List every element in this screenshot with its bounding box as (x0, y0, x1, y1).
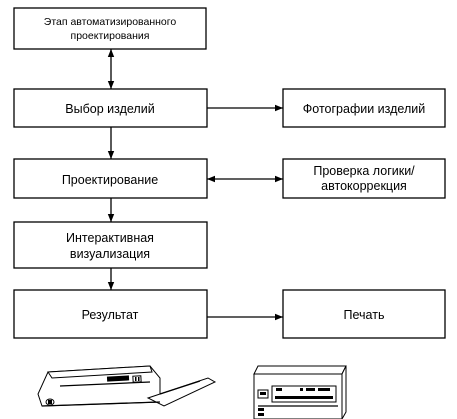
node-design-label: Проектирование (62, 173, 158, 187)
node-photos-label: Фотографии изделий (303, 102, 425, 116)
node-visual-line2: визуализация (70, 247, 150, 261)
node-stage-line1: Этап автоматизированного (44, 16, 177, 28)
node-print: Печать (282, 289, 446, 339)
node-stage-line2: проектирования (71, 30, 150, 42)
node-visual: Интерактивная визуализация (13, 221, 208, 269)
node-result-label: Результат (82, 308, 139, 322)
node-select: Выбор изделий (13, 88, 208, 128)
node-check-line1: Проверка логики/ (313, 164, 415, 178)
node-design: Проектирование (13, 158, 208, 199)
printer-icon (37, 365, 217, 407)
node-stage: Этап автоматизированного проектирования (13, 7, 207, 50)
computer-unit-icon (253, 365, 347, 419)
node-result: Результат (13, 289, 208, 339)
node-print-label: Печать (344, 308, 385, 322)
node-check-line2: автокоррекция (321, 179, 407, 193)
node-check: Проверка логики/ автокоррекция (282, 158, 446, 199)
node-photos: Фотографии изделий (282, 88, 446, 128)
node-visual-line1: Интерактивная (66, 231, 154, 245)
node-select-label: Выбор изделий (65, 102, 154, 116)
